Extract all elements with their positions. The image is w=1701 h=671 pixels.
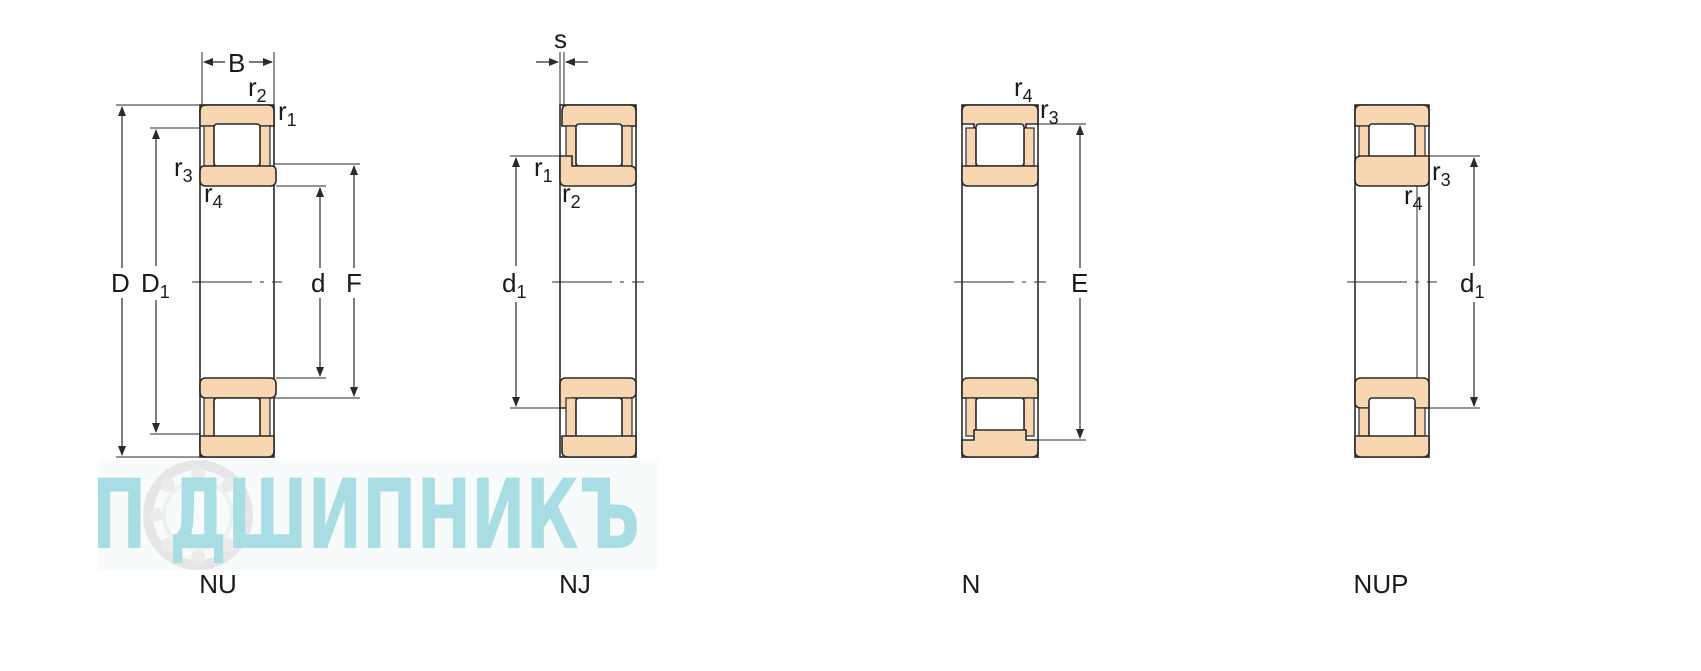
nu-label-d-bore: d xyxy=(311,268,325,298)
nj-cage-top-right xyxy=(621,125,633,167)
nu-label-r1: r1 xyxy=(278,96,297,130)
bearing-nu: B r2 r1 r3 r4 D D1 d F NU xyxy=(109,48,366,599)
nj-outer-ring-bottom xyxy=(561,435,637,458)
nj-cage-bottom-right xyxy=(621,397,633,437)
nup-outer-ring-top xyxy=(1354,104,1430,127)
nu-label-d-outer: D xyxy=(111,268,130,298)
nu-cage-bottom-right xyxy=(259,397,271,437)
nj-roller-top xyxy=(575,123,623,167)
nup-cage-bottom-left xyxy=(1358,407,1370,437)
nup-inner-ring-top xyxy=(1354,155,1430,187)
nu-label-b: B xyxy=(228,48,245,78)
nup-caption: NUP xyxy=(1354,569,1409,599)
nup-outer-ring-bottom xyxy=(1354,435,1430,458)
nu-roller-bottom xyxy=(213,397,261,441)
nu-outer-ring-top xyxy=(199,104,275,127)
bearing-n: r4 r3 E N xyxy=(954,72,1093,599)
nup-cage-bottom-right xyxy=(1414,407,1426,437)
nj-cage-bottom-left xyxy=(565,397,577,437)
nu-label-r2: r2 xyxy=(248,72,267,106)
nu-label-d1: D1 xyxy=(141,268,170,302)
nj-label-r1: r1 xyxy=(534,152,553,186)
nu-roller-top xyxy=(213,123,261,167)
n-roller-top xyxy=(975,123,1025,167)
nj-inner-ring-top xyxy=(559,155,637,187)
n-outer-ring-bottom xyxy=(961,429,1039,458)
nup-label-d1: d1 xyxy=(1460,268,1484,302)
nj-label-d1: d1 xyxy=(502,268,526,302)
nj-label-s: s xyxy=(554,24,567,54)
nu-inner-ring-top xyxy=(199,165,277,187)
nup-roller-bottom xyxy=(1368,397,1416,441)
n-caption: N xyxy=(962,569,981,599)
nj-roller-bottom xyxy=(575,397,623,441)
nj-caption: NJ xyxy=(559,569,591,599)
watermark-bearing-logo xyxy=(143,460,253,570)
n-label-r4: r4 xyxy=(1014,72,1033,106)
watermark: П ДШИПНИКЪ xyxy=(92,459,658,571)
nup-label-r4: r4 xyxy=(1404,180,1423,214)
bearing-nup: r3 r4 d1 NUP xyxy=(1347,104,1493,599)
nj-label-r2: r2 xyxy=(562,178,581,212)
nu-inner-ring-bottom xyxy=(199,377,277,399)
nu-cage-top-left xyxy=(203,125,215,167)
nu-label-f: F xyxy=(346,268,362,298)
n-inner-ring-top xyxy=(961,165,1039,187)
nu-label-r3: r3 xyxy=(174,152,193,186)
nj-inner-ring-bottom xyxy=(559,377,637,409)
nj-outer-ring-top xyxy=(561,104,637,127)
nu-label-r4: r4 xyxy=(204,178,223,212)
n-cage-top-left xyxy=(965,127,977,167)
watermark-text: П ДШИПНИКЪ xyxy=(92,459,640,571)
n-inner-ring-bottom xyxy=(961,377,1039,399)
nu-outer-ring-bottom xyxy=(199,435,275,458)
n-label-e: E xyxy=(1071,268,1088,298)
nu-caption: NU xyxy=(199,569,237,599)
n-cage-top-right xyxy=(1023,127,1035,167)
bearing-nj: s r1 r2 d1 NJ xyxy=(500,24,644,599)
n-label-r3: r3 xyxy=(1040,94,1059,128)
nup-label-r3: r3 xyxy=(1432,156,1451,190)
nu-cage-top-right xyxy=(259,125,271,167)
nu-cage-bottom-left xyxy=(203,397,215,437)
